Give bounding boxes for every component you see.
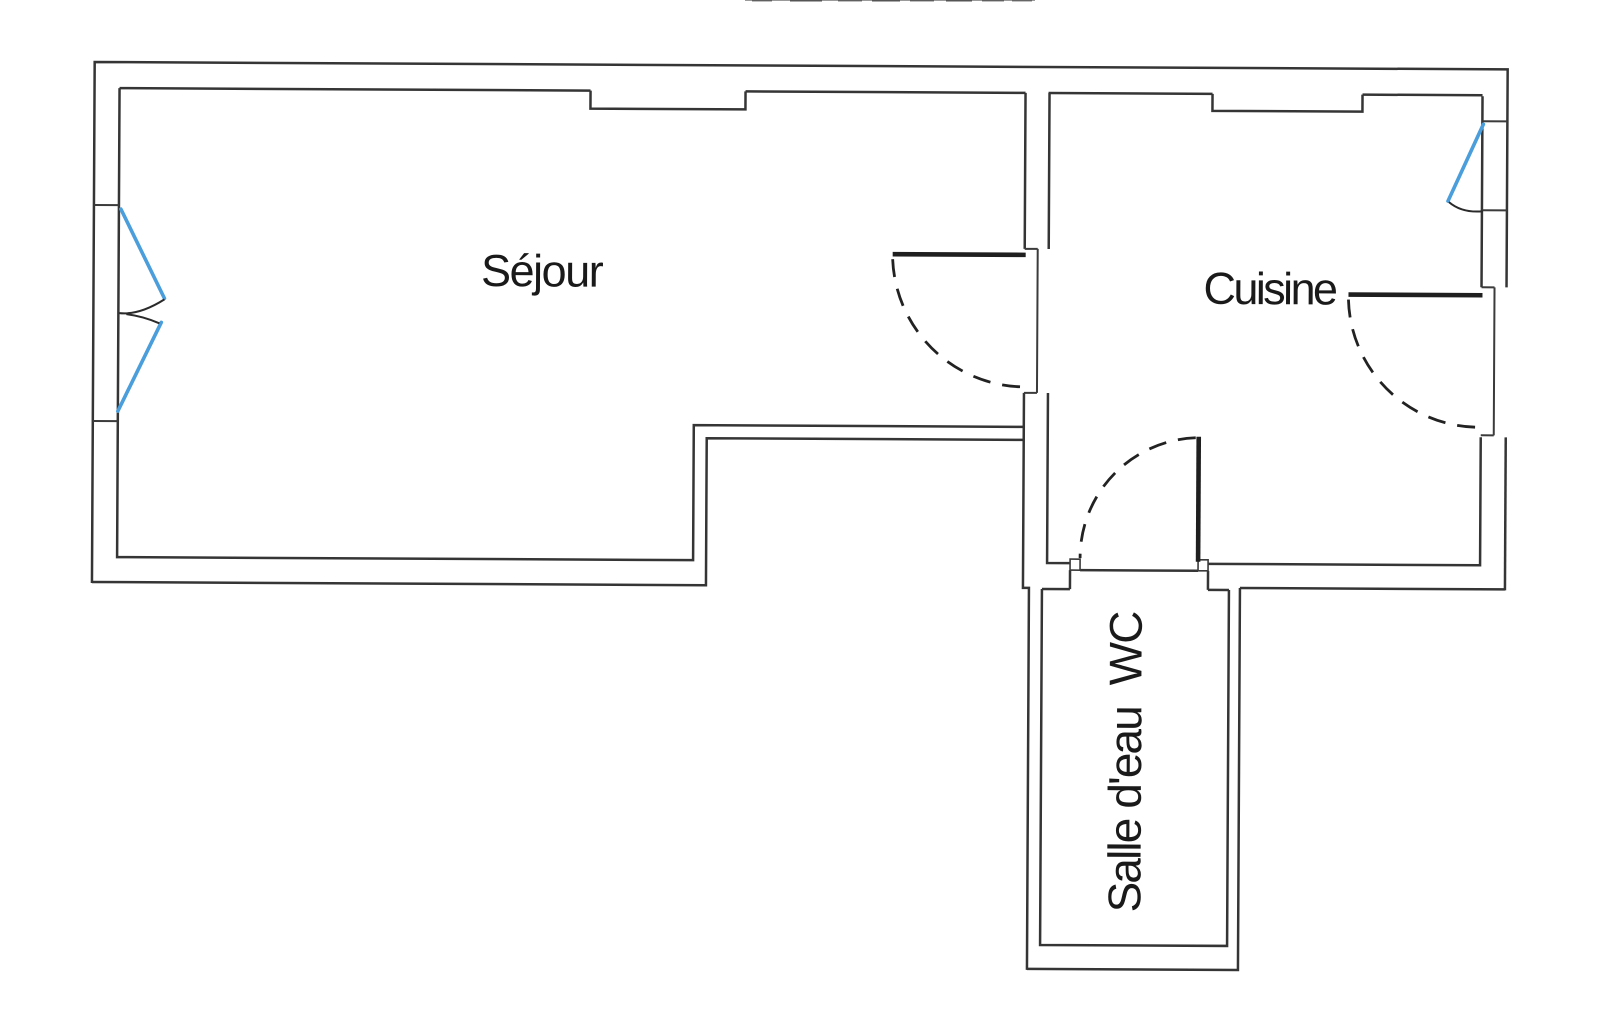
- svg-text:Séjour: Séjour: [481, 245, 604, 297]
- svg-text:Salle d'eau WC: Salle d'eau WC: [1098, 612, 1152, 913]
- svg-text:Cuisine: Cuisine: [1203, 263, 1337, 315]
